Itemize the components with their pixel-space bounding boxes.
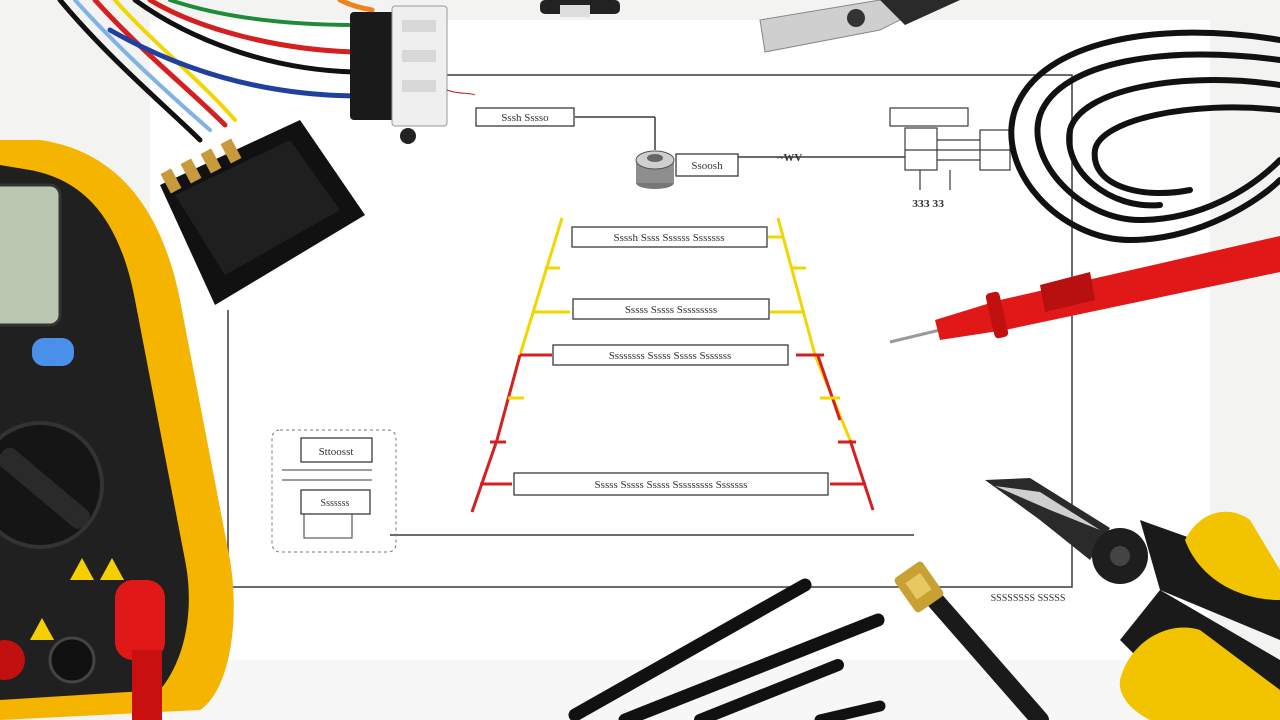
rung-4: Sssss Sssss Sssss Sssssssss Sssssss <box>513 472 829 496</box>
resistor-label: ~WV <box>778 152 803 164</box>
left-rail <box>470 217 570 513</box>
paper-sheet <box>150 20 1210 720</box>
capacitor-icon <box>635 150 675 189</box>
blue-button <box>32 338 74 366</box>
probe-icon <box>889 236 1280 344</box>
multimeter-icon <box>0 140 234 720</box>
right-values: ЗЗЗ ЗЗ <box>912 198 944 210</box>
component-label-box: Ssoosh <box>675 153 739 177</box>
left-box-inner: Sssssss <box>321 498 350 509</box>
rung-label-1: Ssssh Ssss Ssssss Sssssss <box>614 232 725 244</box>
heat-shrink-icon <box>568 578 886 720</box>
top-label: Sssh Sssso <box>501 112 549 124</box>
right-rail <box>768 217 875 511</box>
rung-3: Ssssssss Sssss Sssss Sssssss <box>552 344 789 366</box>
terminal-icon <box>894 561 1049 720</box>
terminal-block-icon <box>160 120 365 305</box>
footer-label: SSSSSSSS SSSSS <box>991 593 1066 604</box>
rung-2: Sssss Sssss Sssssssss <box>572 298 770 320</box>
rung-1: Ssssh Ssss Ssssss Sssssss <box>571 226 768 248</box>
rung-label-2: Sssss Sssss Sssssssss <box>625 304 717 316</box>
schematic-diagram <box>227 74 1073 588</box>
left-module-box: Sttoosst Sssssss <box>271 429 397 553</box>
rung-label-4: Sssss Sssss Sssss Sssssssss Sssssss <box>595 479 748 491</box>
pliers-icon <box>985 478 1280 720</box>
rung-label-3: Ssssssss Sssss Sssss Sssssss <box>609 350 732 362</box>
left-box-title: Sttoosst <box>319 446 354 458</box>
component-label: Ssoosh <box>691 160 723 172</box>
cable-coil-icon <box>1008 29 1280 244</box>
lcd-screen <box>0 183 62 327</box>
top-label-box: Sssh Sssso <box>475 107 575 127</box>
wire-bundle-icon <box>57 0 375 143</box>
ic-block <box>889 107 1011 190</box>
scissors-icon <box>540 0 960 53</box>
connector-icon <box>350 5 476 144</box>
test-lead-plug-icon <box>115 580 165 720</box>
shadow-edge <box>150 660 1210 720</box>
frame-line <box>227 74 1073 588</box>
